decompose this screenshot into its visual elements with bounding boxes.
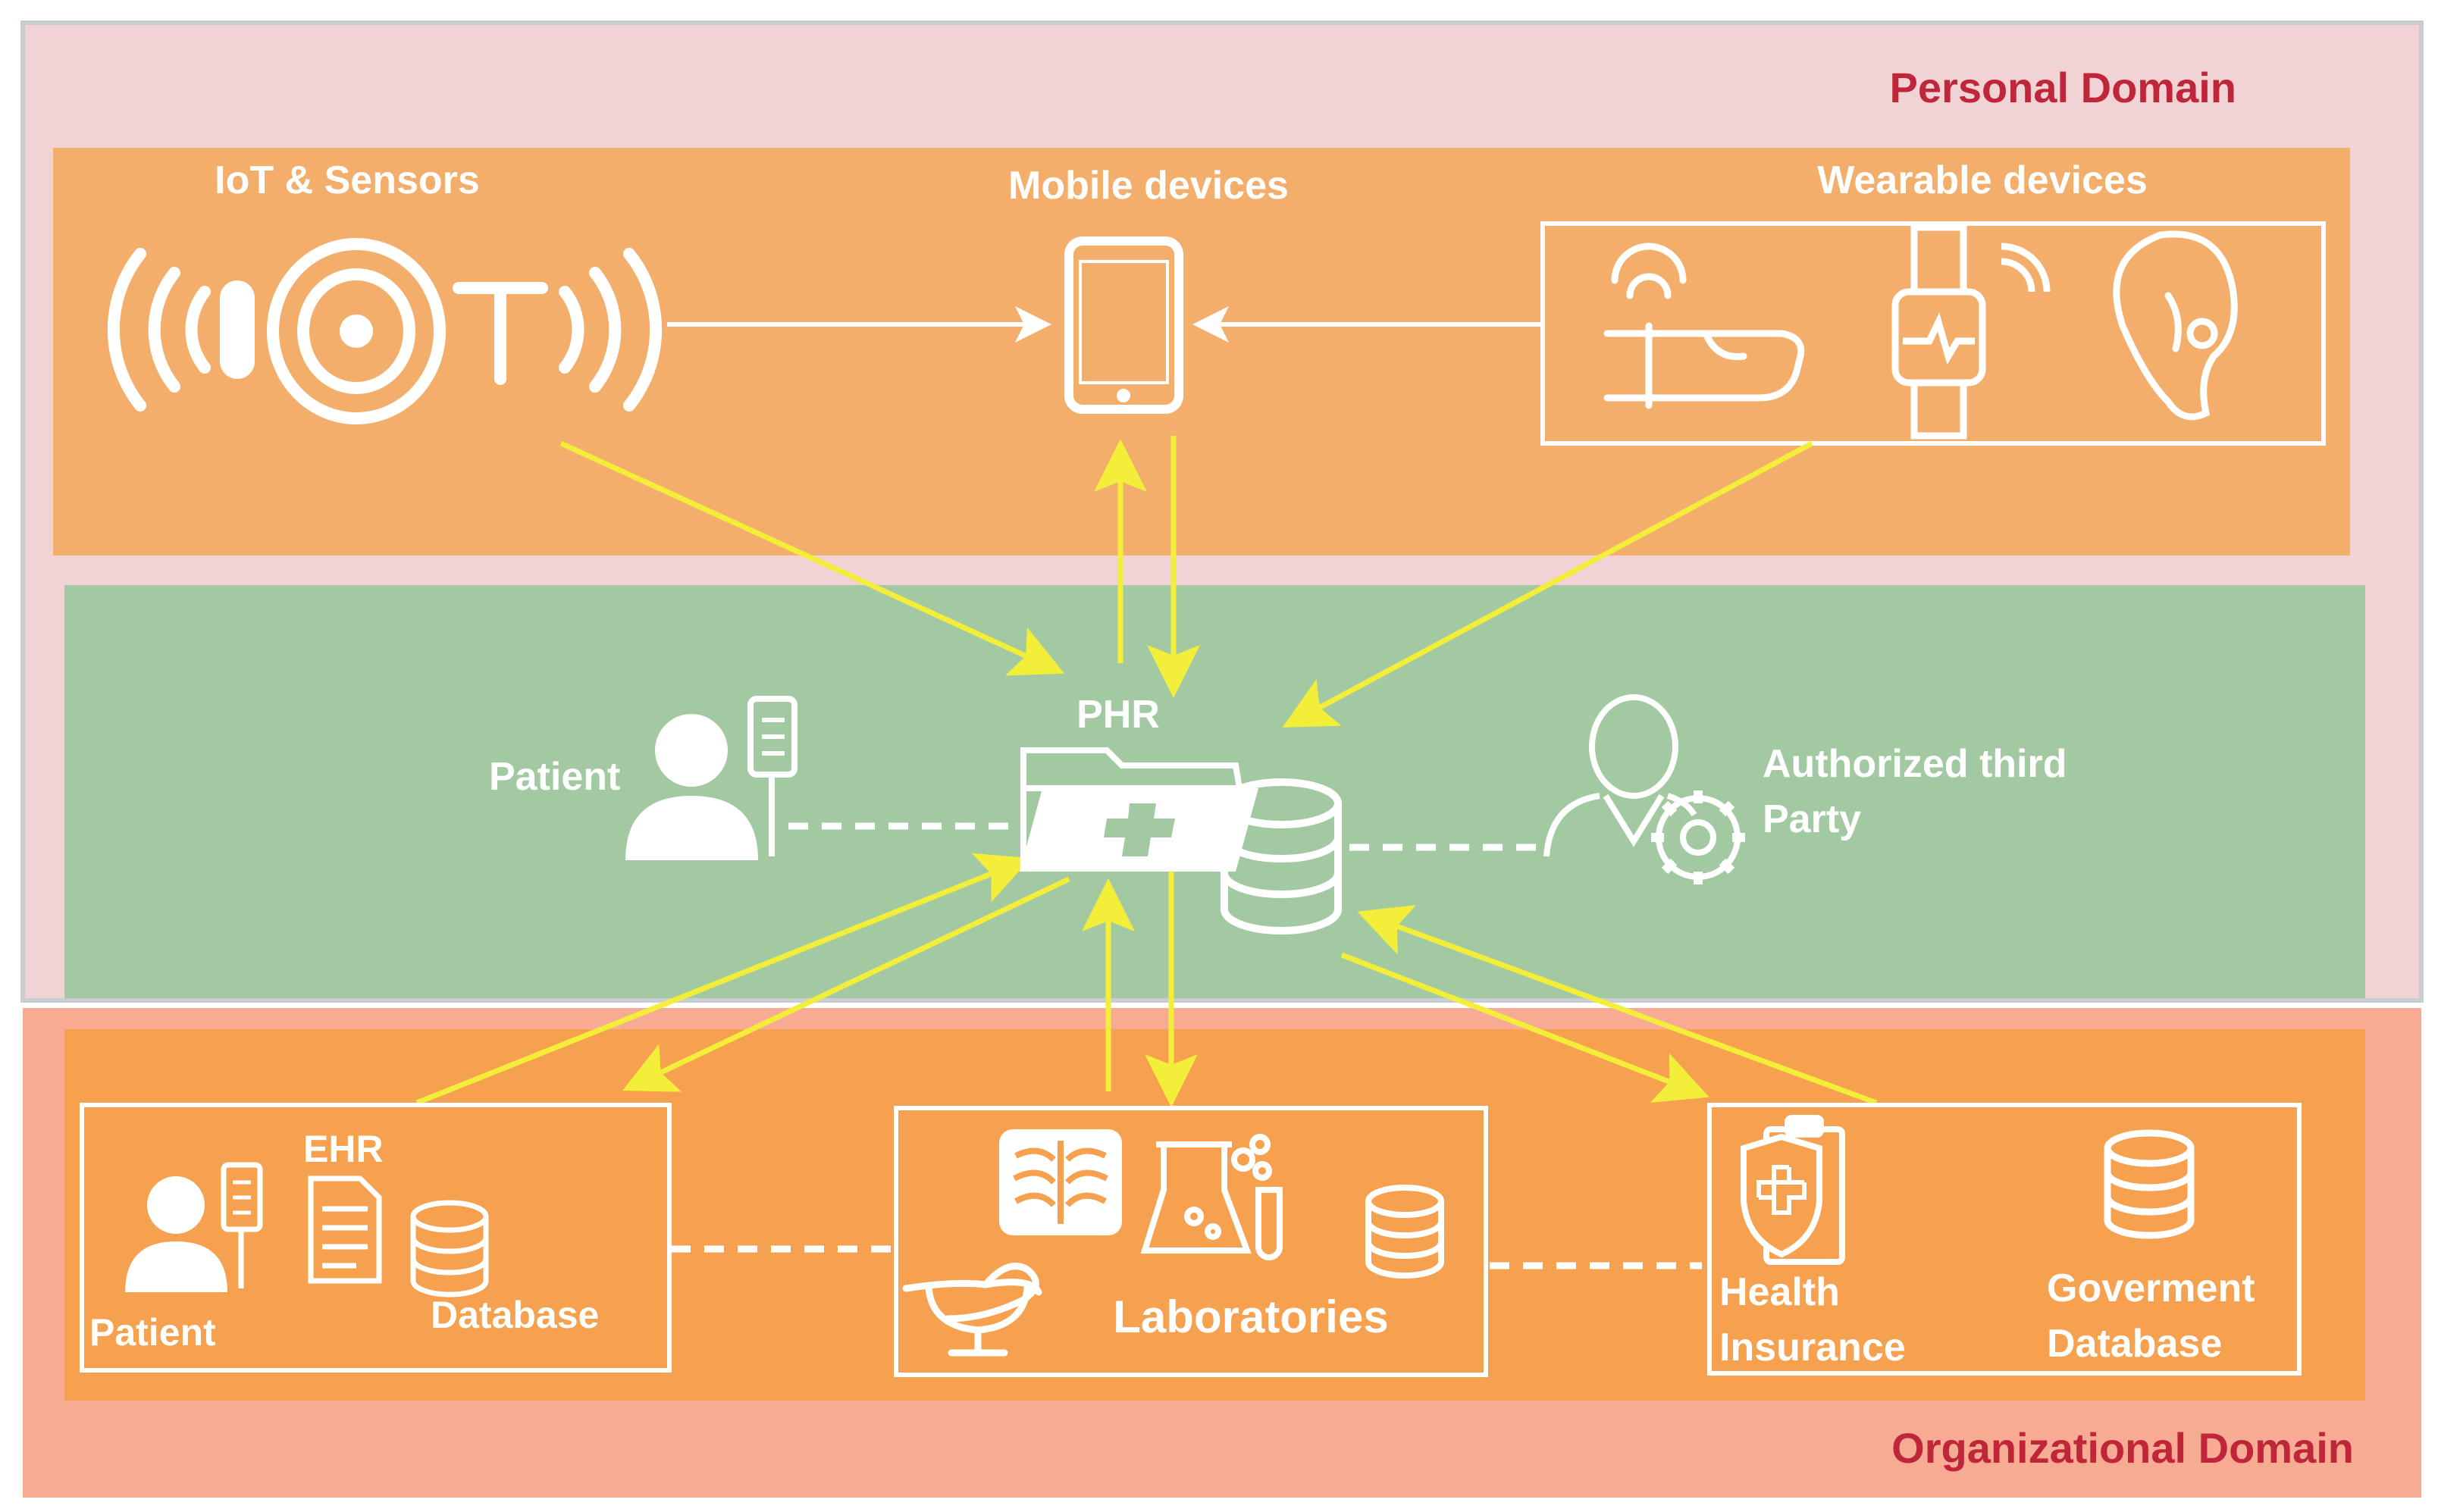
patient-icon (625, 696, 798, 860)
third-party-label-line2: Party (1763, 797, 1861, 841)
organizational-domain-label: Organizational Domain (1891, 1424, 2354, 1472)
government-database-icon (2104, 1129, 2195, 1239)
ehr-patient-icon (125, 1162, 263, 1292)
lab-database-icon (1365, 1185, 1444, 1279)
iot-label: IoT & Sensors (215, 158, 480, 202)
database-icon (1221, 778, 1342, 934)
xray-icon (999, 1129, 1122, 1235)
laboratories-box (894, 1106, 1488, 1377)
insurance-shield-icon (1741, 1115, 1845, 1265)
ehr-database-icon (410, 1200, 489, 1298)
smartwatch-icon (1891, 224, 2051, 440)
smartphone-icon (1064, 236, 1183, 414)
phr-label: PHR (1076, 693, 1160, 737)
ehr-document-icon (308, 1175, 382, 1284)
insurance-government-box (1707, 1103, 2302, 1376)
iot-logo-icon (107, 238, 663, 424)
third-party-label-line1: Authorized third (1763, 742, 2067, 786)
data-flow-arrows (415, 436, 1878, 1107)
personal-domain-label: Personal Domain (1890, 64, 2236, 111)
ehr-label: EHR (303, 1128, 384, 1170)
ehr-patient-label: Patient (89, 1311, 216, 1354)
laboratories-label: Laboratories (1113, 1291, 1388, 1342)
government-label-line2: Database (2047, 1322, 2222, 1366)
wearable-devices-box (1540, 221, 2326, 446)
test-tube-icon (1255, 1187, 1283, 1260)
phr-folder-icon (1020, 747, 1258, 872)
ehr-box (80, 1103, 672, 1373)
hearing-aid-icon (2113, 230, 2238, 421)
pharmacy-icon (902, 1263, 1042, 1357)
organizational-band (64, 1029, 2365, 1401)
wearable-label: Wearable devices (1817, 158, 2148, 202)
personal-devices-band (53, 148, 2350, 556)
insurance-label-line1: Health (1719, 1270, 1840, 1314)
government-label-line1: Goverment (2047, 1266, 2255, 1310)
third-party-gear-icon (1543, 694, 1745, 884)
center-patient-label: Patient (489, 755, 620, 799)
insurance-label-line2: Insurance (1719, 1326, 1906, 1370)
mobile-label: Mobile devices (1008, 164, 1289, 208)
wrist-sensor-icon (1603, 243, 1805, 409)
flask-icon (1140, 1134, 1272, 1254)
ehr-database-label: Database (431, 1294, 599, 1336)
